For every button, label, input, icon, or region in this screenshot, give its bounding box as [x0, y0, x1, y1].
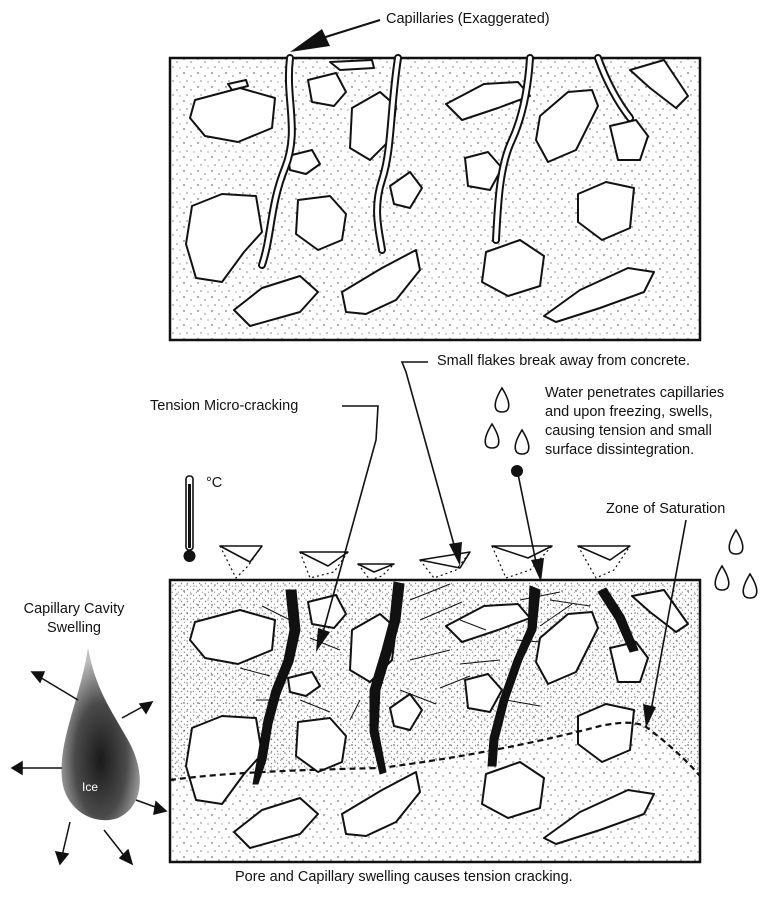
zone-label: Zone of Saturation: [606, 500, 725, 519]
water-description: Water penetrates capillaries and upon fr…: [545, 384, 724, 460]
bottom-concrete-block: [170, 580, 700, 862]
flakes-label: Small flakes break away from concrete.: [437, 352, 690, 371]
water-line-4: surface dissintegration.: [545, 441, 724, 460]
water-line-1: Water penetrates capillaries: [545, 384, 724, 403]
cavity-line-2: Swelling: [14, 619, 134, 638]
ice-label: Ice: [82, 778, 98, 797]
top-concrete-block: [170, 20, 700, 340]
celsius-label: °C: [206, 474, 222, 493]
tension-label: Tension Micro-cracking: [150, 397, 298, 416]
water-line-2: and upon freezing, swells,: [545, 403, 724, 422]
cavity-line-1: Capillary Cavity: [14, 600, 134, 619]
ice-cavity: [62, 648, 140, 820]
caption: Pore and Capillary swelling causes tensi…: [235, 868, 573, 887]
cavity-label: Capillary Cavity Swelling: [14, 600, 134, 638]
capillaries-label: Capillaries (Exaggerated): [386, 10, 550, 29]
thermometer-icon: [184, 476, 196, 562]
water-line-3: causing tension and small: [545, 422, 724, 441]
surface-flakes: [220, 546, 630, 572]
leader-flakes: [402, 362, 456, 552]
